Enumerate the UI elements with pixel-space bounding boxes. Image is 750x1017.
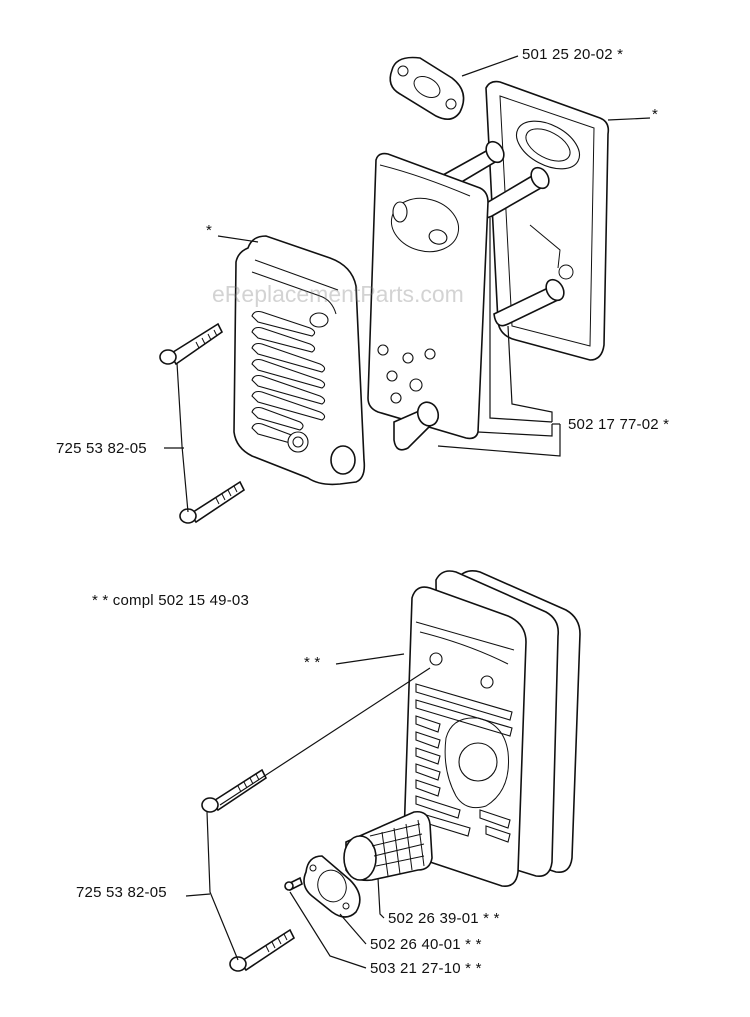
top-leader-lines — [164, 55, 651, 513]
spacer-tube-part — [393, 401, 440, 451]
label-spark-screen: 502 26 39-01 * * — [388, 910, 500, 927]
gasket-part — [389, 56, 465, 120]
bottom-leader-lines — [185, 653, 431, 969]
label-top-screws: 725 53 82-05 — [56, 440, 147, 457]
label-spacer: 502 17 77-02 * — [568, 416, 670, 433]
label-bottom-screws: 725 53 82-05 — [76, 884, 167, 901]
cover-slots — [251, 310, 326, 445]
label-cover: * — [206, 222, 213, 239]
label-muffler-body: * — [652, 106, 659, 123]
small-screw-part — [284, 876, 303, 892]
flange-part — [303, 855, 361, 918]
label-bottom-muffler: * * — [304, 654, 321, 671]
top-screws-part — [159, 322, 246, 524]
label-kit-note: * * compl 502 15 49-03 — [92, 592, 250, 609]
cover-part — [233, 235, 366, 486]
spark-screen-part — [343, 810, 433, 882]
bottom-screws-part — [201, 768, 296, 972]
watermark-text: eReplacementParts.com — [212, 281, 464, 307]
muffler-body-part — [485, 80, 610, 361]
bottom-slots — [415, 683, 513, 843]
label-small-screw: 503 21 27-10 * * — [370, 960, 482, 977]
bottom-muffler-part — [403, 570, 581, 888]
tubes-part — [433, 140, 565, 327]
label-gasket: 501 25 20-02 * — [522, 46, 624, 63]
plate-part — [367, 152, 489, 440]
label-flange: 502 26 40-01 * * — [370, 936, 482, 953]
